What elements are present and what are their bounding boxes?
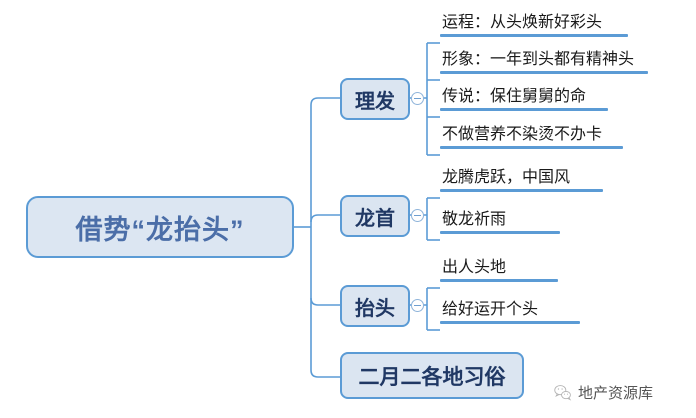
leaf-item[interactable]: 不做营养不染烫不办卡 bbox=[440, 126, 623, 150]
leaf-underline bbox=[440, 189, 603, 193]
branch-node-taitou[interactable]: 抬头 bbox=[340, 285, 410, 327]
collapse-minus-icon[interactable] bbox=[411, 92, 424, 105]
branch-node-lifa[interactable]: 理发 bbox=[340, 78, 410, 120]
leaf-underline bbox=[440, 108, 608, 112]
leaf-text: 龙腾虎跃，中国风 bbox=[442, 169, 571, 186]
wechat-icon bbox=[554, 385, 572, 401]
watermark-text: 地产资源库 bbox=[578, 385, 654, 402]
leaf-text: 出人头地 bbox=[442, 259, 507, 276]
leaf-text: 运程：从头焕新好彩头 bbox=[442, 14, 603, 31]
leaf-underline bbox=[440, 321, 580, 325]
leaf-underline bbox=[440, 146, 623, 150]
collapse-minus-icon[interactable] bbox=[411, 299, 424, 312]
collapse-minus-icon[interactable] bbox=[411, 209, 424, 222]
leaf-item[interactable]: 龙腾虎跃，中国风 bbox=[440, 169, 603, 193]
leaf-item[interactable]: 运程：从头焕新好彩头 bbox=[440, 14, 628, 38]
leaf-item[interactable]: 形象：一年到头都有精神头 bbox=[440, 51, 648, 75]
leaf-text: 形象：一年到头都有精神头 bbox=[442, 51, 635, 68]
leaf-underline bbox=[440, 231, 560, 235]
leaf-text: 传说：保住舅舅的命 bbox=[442, 88, 587, 105]
leaf-text: 不做营养不染烫不办卡 bbox=[442, 126, 603, 143]
branch-node-eryuer[interactable]: 二月二各地习俗 bbox=[340, 352, 524, 399]
branch-node-longshou[interactable]: 龙首 bbox=[340, 195, 410, 237]
branch-label: 抬头 bbox=[355, 297, 395, 320]
leaf-item[interactable]: 出人头地 bbox=[440, 259, 558, 283]
root-label: 借势“龙抬头” bbox=[75, 214, 245, 245]
leaf-text: 敬龙祈雨 bbox=[442, 211, 507, 228]
branch-label: 二月二各地习俗 bbox=[358, 365, 506, 389]
root-node[interactable]: 借势“龙抬头” bbox=[26, 196, 294, 258]
leaf-underline bbox=[440, 279, 558, 283]
leaf-item[interactable]: 敬龙祈雨 bbox=[440, 211, 560, 235]
watermark: 地产资源库 bbox=[553, 382, 653, 403]
branch-label: 理发 bbox=[355, 90, 395, 113]
leaf-item[interactable]: 传说：保住舅舅的命 bbox=[440, 88, 608, 112]
leaf-text: 给好运开个头 bbox=[442, 301, 539, 318]
branch-label: 龙首 bbox=[355, 207, 395, 230]
leaf-item[interactable]: 给好运开个头 bbox=[440, 301, 580, 325]
leaf-underline bbox=[440, 71, 648, 75]
leaf-underline bbox=[440, 34, 628, 38]
